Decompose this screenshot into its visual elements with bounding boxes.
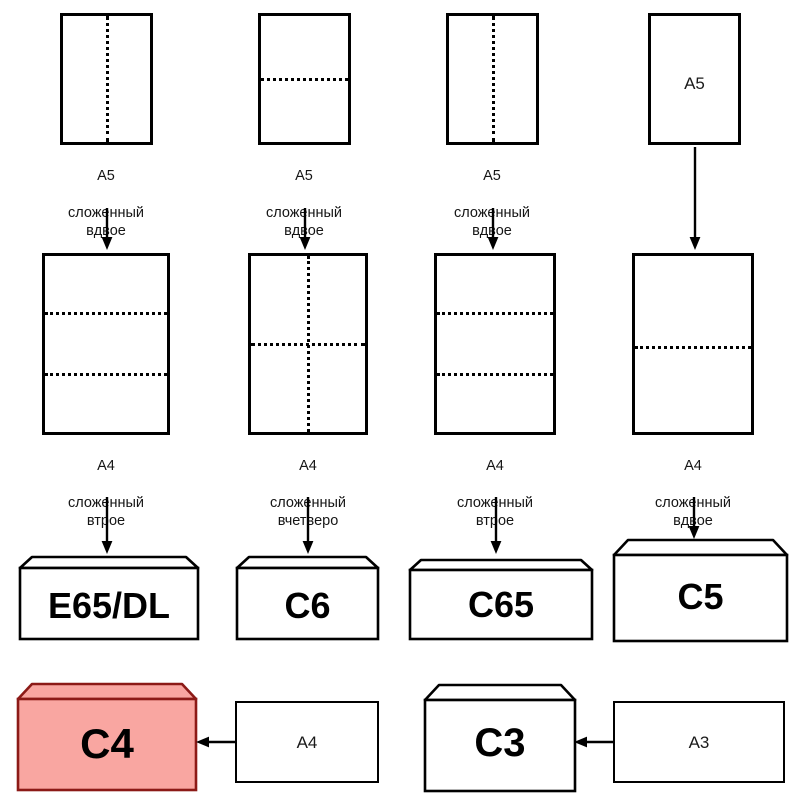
arrow-a5-to-a4-col3 (487, 208, 499, 250)
arrow-a4-to-envelope-col2 (302, 497, 314, 554)
arrow-a5-to-a4-col2 (299, 208, 311, 250)
envelope-e65-dl[interactable]: E65/DL (18, 555, 200, 641)
fold-line-horizontal (261, 78, 348, 81)
fold-line-horizontal (635, 346, 751, 349)
sheet-a4-col2 (248, 253, 368, 435)
fold-line-horizontal-lower (437, 373, 553, 376)
arrow-a4-to-c4 (196, 736, 238, 748)
sheet-a5-col1 (60, 13, 153, 145)
fold-line-horizontal-lower (45, 373, 167, 376)
envelope-c65[interactable]: C65 (408, 558, 594, 641)
caption-size: A4 (684, 457, 702, 474)
sheet-inner-label: A3 (688, 733, 710, 752)
caption-size: A5 (483, 167, 501, 184)
sheet-a4-col1 (42, 253, 170, 435)
sheet-a5-col3 (446, 13, 539, 145)
fold-line-horizontal-upper (437, 312, 553, 315)
envelope-c4[interactable]: C4 (16, 682, 198, 792)
caption-size: A5 (97, 167, 115, 184)
sheet-a4-col4 (632, 253, 754, 435)
sheet-a5-col2 (258, 13, 351, 145)
fold-line-horizontal-upper (45, 312, 167, 315)
caption-size: A5 (295, 167, 313, 184)
arrow-a4-to-envelope-col4 (688, 497, 700, 539)
sheet-a4-col3 (434, 253, 556, 435)
arrow-a5-to-a4-col4 (689, 147, 701, 250)
caption-size: A4 (97, 457, 115, 474)
fold-line-vertical (491, 16, 495, 142)
sheet-a4-bottom: A4 (235, 701, 379, 783)
arrow-a4-to-envelope-col3 (490, 497, 502, 554)
caption-size: A4 (486, 457, 504, 474)
sheet-inner-label: A4 (296, 733, 318, 752)
fold-line-vertical (105, 16, 109, 142)
sheet-inner-label: A5 (684, 74, 705, 93)
fold-line-vertical (307, 256, 310, 432)
sheet-a3-bottom: A3 (613, 701, 785, 783)
arrow-a4-to-envelope-col1 (101, 497, 113, 554)
arrow-a5-to-a4-col1 (101, 208, 113, 250)
arrow-a3-to-c3 (574, 736, 616, 748)
envelope-c6[interactable]: C6 (235, 555, 380, 641)
sheet-a5-col4: A5 (648, 13, 741, 145)
caption-size: A4 (299, 457, 317, 474)
envelope-c5[interactable]: C5 (612, 538, 789, 643)
envelope-c3[interactable]: C3 (423, 683, 577, 793)
